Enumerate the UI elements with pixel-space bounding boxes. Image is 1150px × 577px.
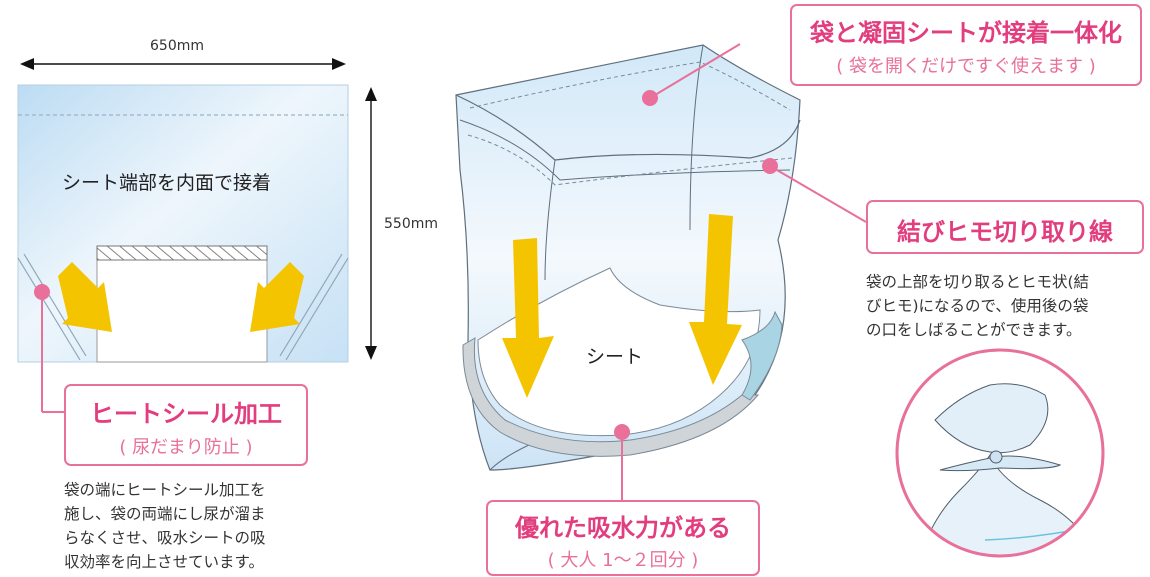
tied-bag-illustration [895, 348, 1105, 558]
callout-heat-subtitle: ( 尿だまり防止 ) [119, 437, 253, 458]
callout-tie: 結びヒモ切り取り線 [866, 200, 1144, 254]
down-arrow-icon [58, 262, 112, 332]
callout-absorb: 優れた吸水力がある ( 大人 1～２回分 ) [486, 500, 760, 576]
double-arrow-horizontal-icon [20, 58, 346, 70]
width-dimension-label: 650mm [150, 38, 204, 54]
callout-top-subtitle: ( 袋を開くだけですぐ使えます ) [836, 56, 1096, 77]
height-dimension-label: 550mm [384, 216, 438, 232]
heat-description-line: らなくさせ、吸水シートの吸 [64, 529, 266, 547]
callout-dot-icon [762, 158, 778, 174]
callout-dot-icon [34, 284, 50, 300]
flat-bag [17, 84, 349, 363]
down-arrow-icon [689, 214, 742, 385]
callout-dot-icon [614, 424, 630, 440]
callout-heat: ヒートシール加工 ( 尿だまり防止 ) [64, 384, 308, 466]
tie-description-line: びヒモ)になるので、使用後の袋 [866, 297, 1089, 315]
tie-description-line: 袋の上部を切り取るとヒモ状(結 [866, 273, 1090, 291]
tie-description: 袋の上部を切り取るとヒモ状(結 びヒモ)になるので、使用後の袋 の口をしばること… [866, 270, 1148, 342]
heat-description: 袋の端にヒートシール加工を 施し、袋の両端にし尿が溜ま らなくさせ、吸水シートの… [64, 478, 334, 574]
open-bag [455, 44, 801, 471]
double-arrow-vertical-icon [365, 87, 377, 360]
callout-top-title: 袋と凝固シートが接着一体化 [810, 19, 1122, 47]
down-arrow-icon [250, 262, 304, 332]
down-arrow-icon [502, 238, 554, 398]
callout-heat-title: ヒートシール加工 [90, 400, 282, 428]
callout-absorb-title: 優れた吸水力がある [515, 514, 731, 542]
callout-dot-icon [642, 90, 658, 106]
heat-description-line: 袋の端にヒートシール加工を [64, 481, 266, 499]
sheet-label: シート [586, 346, 644, 368]
callout-top: 袋と凝固シートが接着一体化 ( 袋を開くだけですぐ使えます ) [790, 4, 1142, 86]
heat-description-line: 収効率を向上させています。 [64, 553, 264, 571]
tie-description-line: の口をしばることができます。 [866, 321, 1082, 339]
heat-description-line: 施し、袋の両端にし尿が溜ま [64, 505, 266, 523]
callout-absorb-subtitle: ( 大人 1～２回分 ) [547, 550, 699, 571]
leader-lines [41, 43, 867, 500]
inner-bond-label: シート端部を内面で接着 [62, 172, 272, 194]
callout-tie-title: 結びヒモ切り取り線 [897, 218, 1113, 246]
